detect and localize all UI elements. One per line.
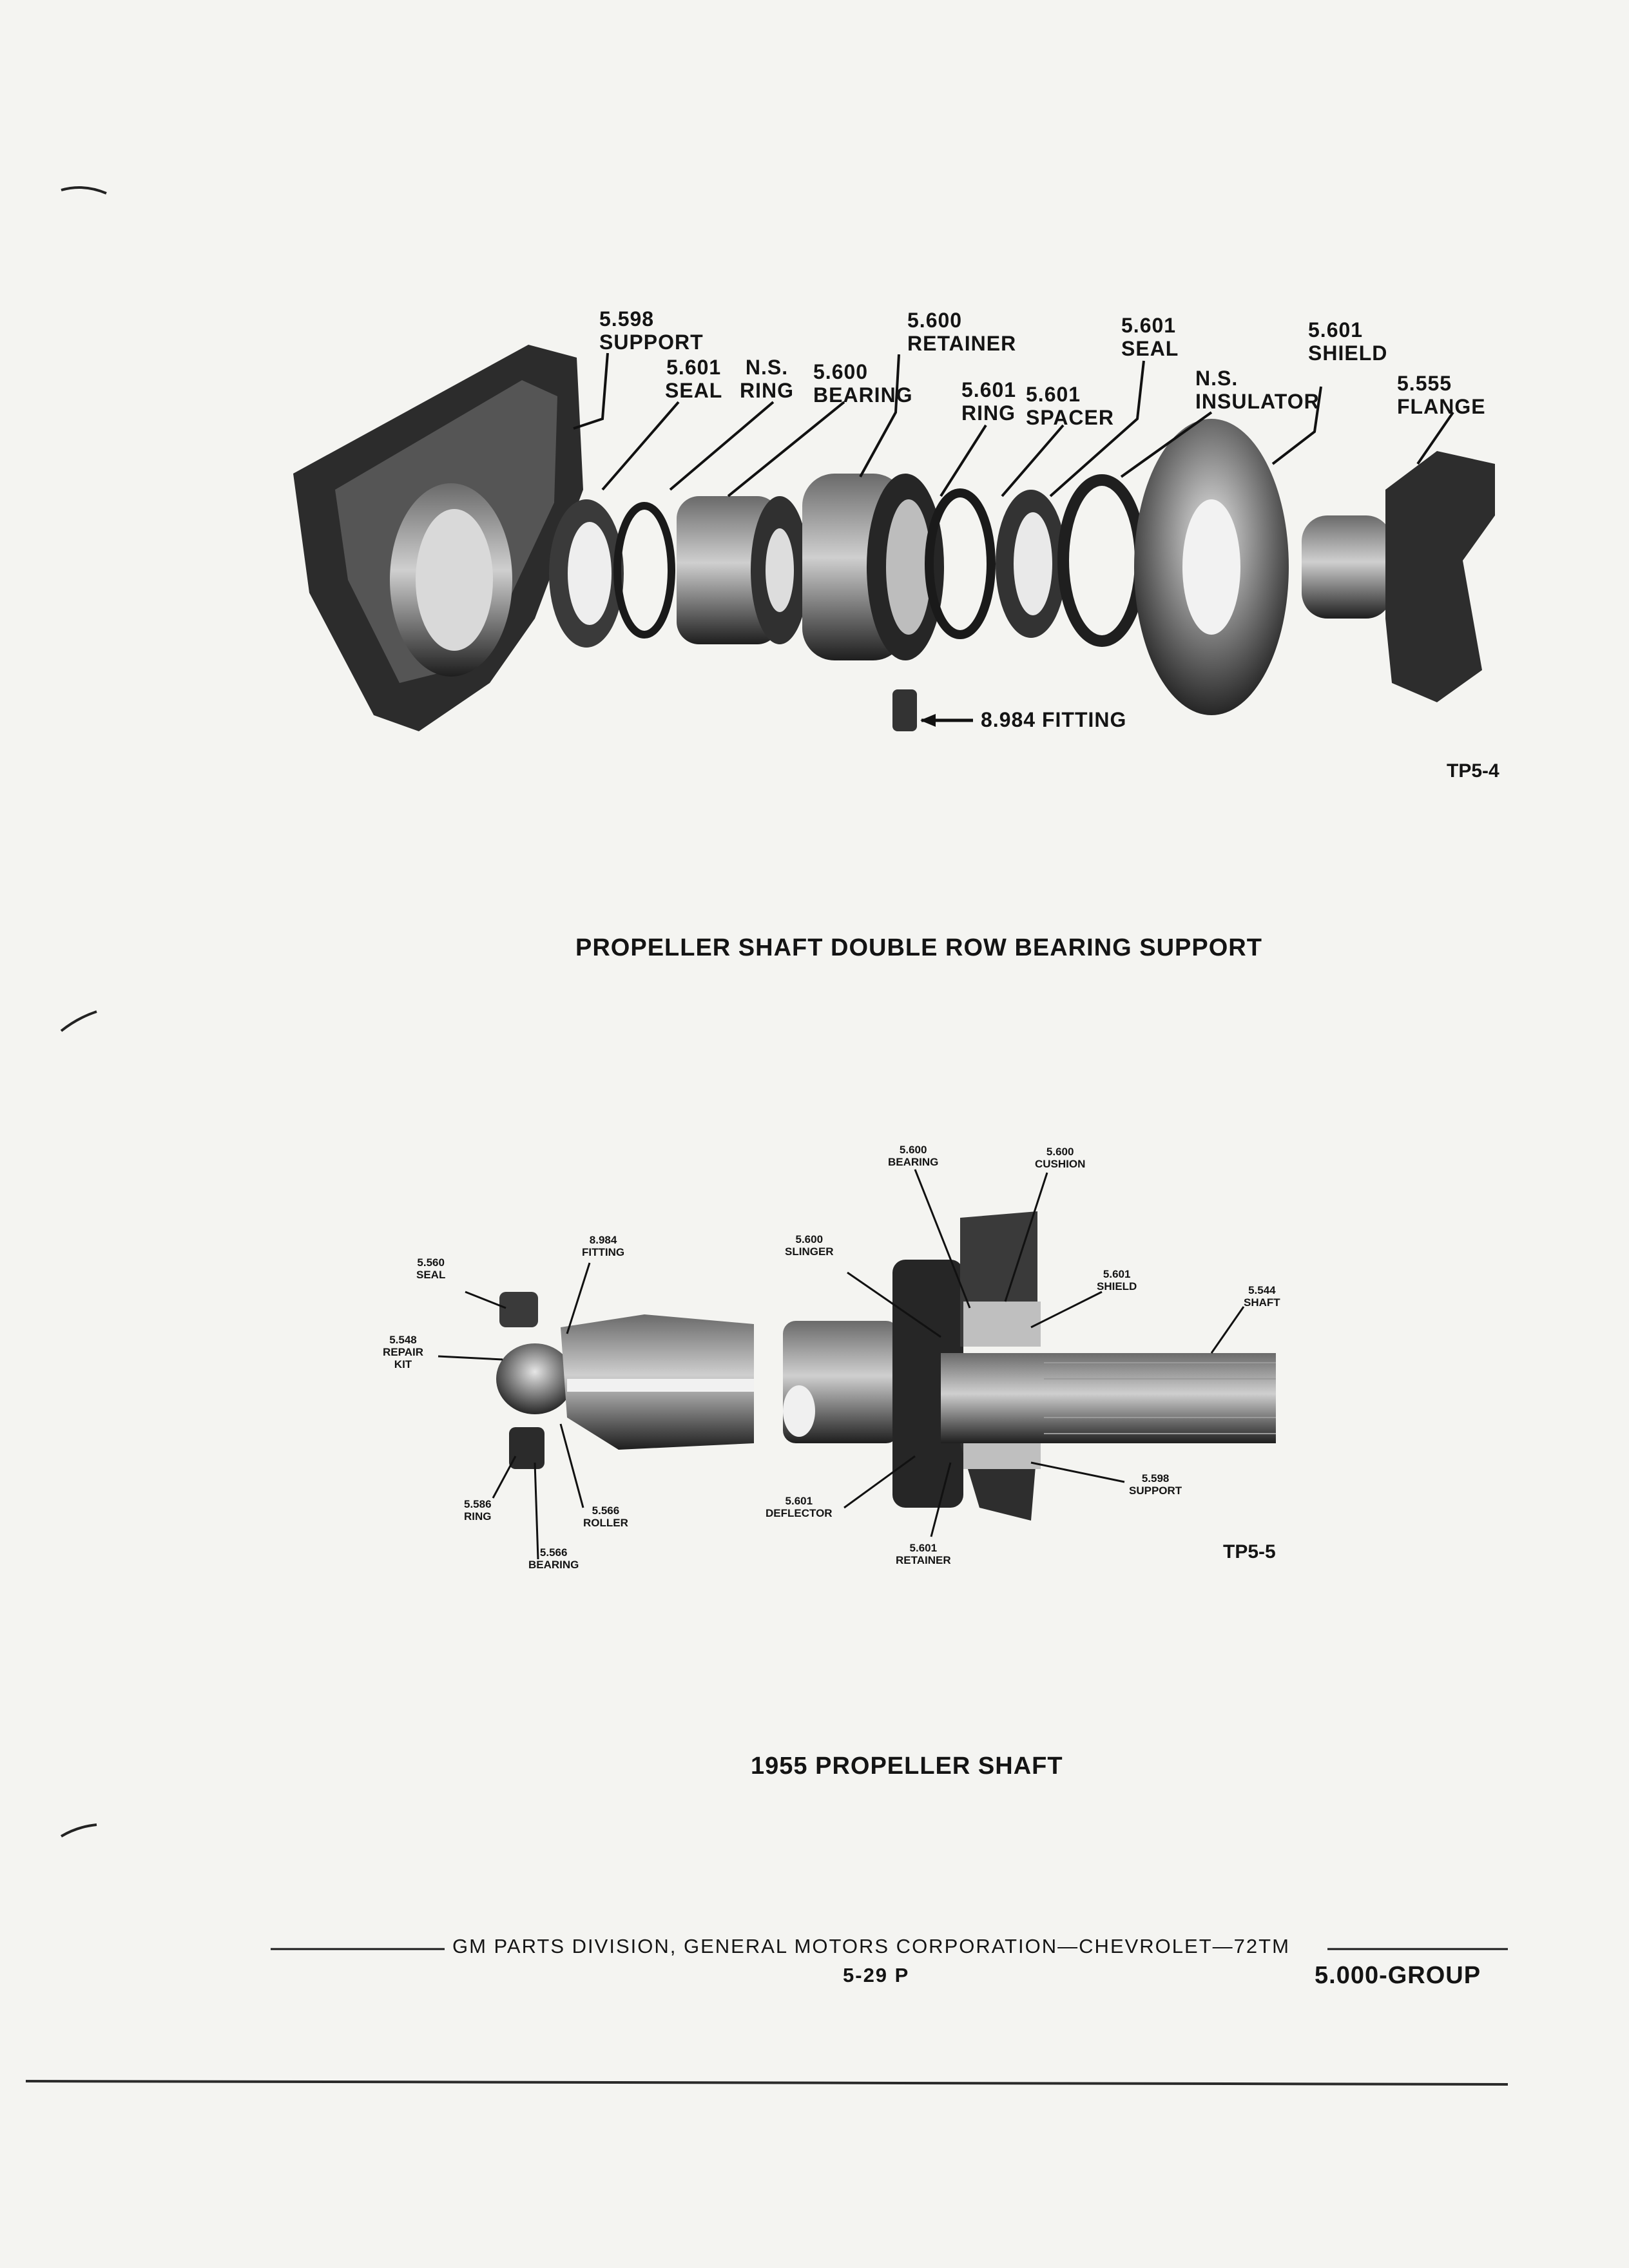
label-fitting: 8.984 FITTING <box>981 708 1127 731</box>
figure-code-tp5-5: TP5-5 <box>1223 1541 1276 1562</box>
figure-caption-propeller-shaft: 1955 PROPELLER SHAFT <box>751 1753 1063 1780</box>
figure-code-tp5-4: TP5-4 <box>1447 760 1499 782</box>
label-ns-ring: N.S.RING <box>740 356 794 402</box>
label-insulator: N.S.INSULATOR <box>1195 367 1320 413</box>
publisher-line: GM PARTS DIVISION, GENERAL MOTORS CORPOR… <box>452 1935 1290 1957</box>
figure-caption-bearing-support: PROPELLER SHAFT DOUBLE ROW BEARING SUPPO… <box>575 934 1262 961</box>
page-number: 5-29 P <box>843 1964 910 1986</box>
group-label: 5.000-GROUP <box>1315 1962 1481 1989</box>
